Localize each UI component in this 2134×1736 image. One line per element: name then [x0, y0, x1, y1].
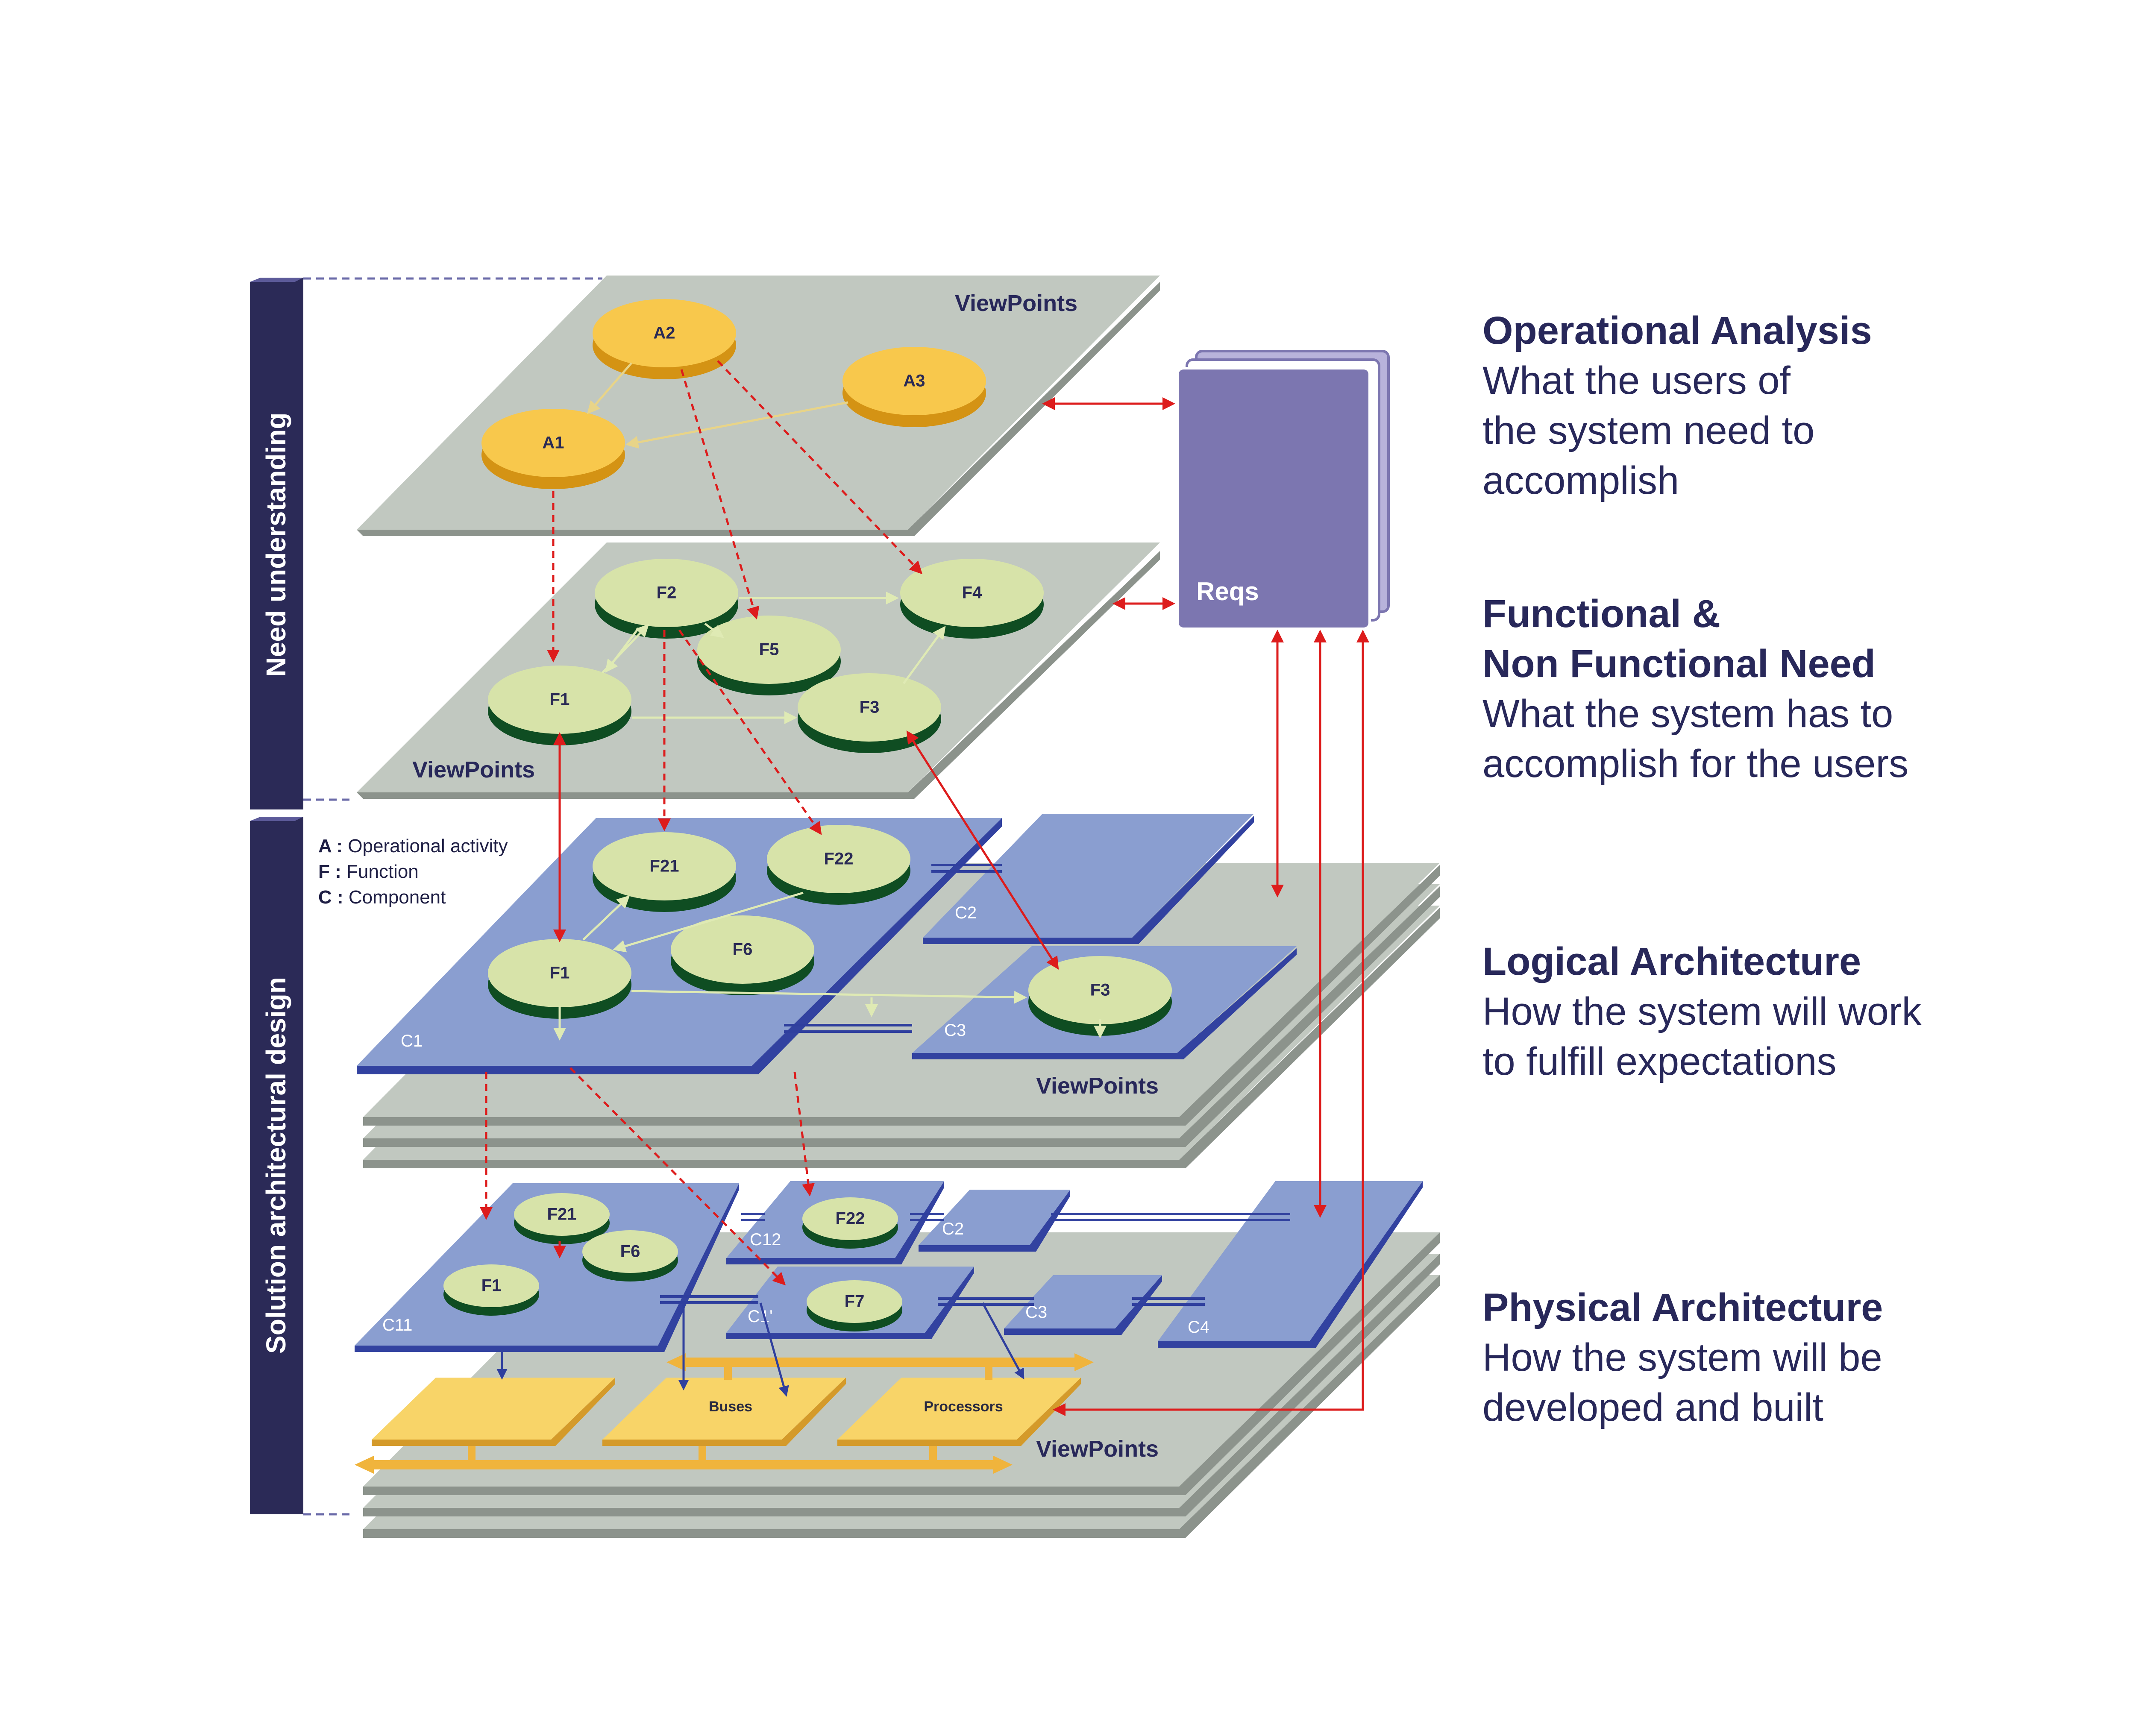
svg-text:F22: F22	[824, 850, 854, 868]
description-body-line: developed and built	[1482, 1386, 1823, 1429]
description-physical: Physical Architecture How the system wil…	[1482, 1286, 1883, 1429]
description-body-line: How the system will work	[1482, 990, 1922, 1033]
fn-node-f2: F2	[595, 559, 738, 639]
legend-row-f: F : Function	[318, 861, 419, 882]
component-label: C2	[955, 903, 977, 922]
viewpoints-label-operational: ViewPoints	[955, 290, 1077, 316]
physical-layer-stack: ViewPoints Buses Processors	[355, 1181, 1440, 1538]
svg-text:F22: F22	[836, 1209, 865, 1228]
description-title: Functional &	[1482, 592, 1720, 636]
reqs-label: Reqs	[1196, 577, 1259, 606]
hw-bus-bottom	[355, 1446, 1013, 1474]
svg-text:F21: F21	[547, 1205, 577, 1224]
fn-node-f4: F4	[900, 559, 1044, 639]
description-title: Operational Analysis	[1482, 309, 1872, 352]
description-body-line: What the users of	[1482, 359, 1791, 402]
legend: A : Operational activity F : Function C …	[318, 836, 508, 908]
svg-text:A2: A2	[653, 324, 675, 343]
operational-nodes: A2 A3 A1	[481, 299, 986, 489]
description-body-line: to fulfill expectations	[1482, 1040, 1836, 1083]
physical-component-c2: C2	[919, 1190, 1070, 1252]
description-body-line: What the system has to	[1482, 692, 1893, 736]
viewpoints-label-logical: ViewPoints	[1036, 1073, 1159, 1099]
svg-text:F1: F1	[550, 964, 570, 982]
hw-plate-processors: Processors	[837, 1378, 1081, 1446]
op-node-a3: A3	[842, 347, 986, 427]
description-title: Physical Architecture	[1482, 1286, 1883, 1329]
lg-node-f6: F6	[671, 915, 814, 995]
svg-text:F6: F6	[733, 940, 753, 959]
op-node-a1: A1	[481, 409, 625, 489]
component-label: C1	[401, 1032, 423, 1050]
svg-text:F5: F5	[759, 640, 779, 659]
component-label: C3	[944, 1021, 966, 1040]
svg-text:F21: F21	[650, 857, 679, 876]
legend-row-a: A : Operational activity	[318, 836, 508, 856]
solution-design-label: Solution architectural design	[261, 977, 291, 1354]
sidebar-connector-lines	[303, 277, 602, 1516]
component-label: C12	[750, 1230, 781, 1249]
component-label: C1'	[748, 1307, 773, 1326]
legend-row-c: C : Component	[318, 887, 446, 908]
lg-node-f22: F22	[767, 825, 910, 905]
operational-flows	[587, 362, 848, 449]
reqs-stack: Reqs	[1176, 350, 1390, 630]
buses-label: Buses	[709, 1399, 752, 1415]
ph-node-f22: F22	[802, 1197, 898, 1249]
svg-text:F1: F1	[550, 690, 570, 709]
svg-text:F7: F7	[845, 1292, 865, 1311]
ph-node-f7: F7	[807, 1280, 902, 1331]
fn-node-f1: F1	[488, 666, 631, 745]
svg-text:A3: A3	[903, 372, 925, 390]
lg-node-f21: F21	[593, 832, 736, 912]
svg-text:F3: F3	[1090, 981, 1110, 1000]
hw-plate-1	[372, 1378, 615, 1446]
component-label: C3	[1025, 1303, 1047, 1322]
svg-text:F1: F1	[481, 1276, 502, 1295]
description-operational: Operational Analysis What the users of t…	[1482, 309, 1872, 502]
fn-node-f3: F3	[798, 673, 941, 753]
functional-flows	[602, 592, 946, 724]
description-logical: Logical Architecture How the system will…	[1482, 940, 1922, 1083]
svg-text:A1: A1	[542, 434, 564, 452]
hw-allocation-arrows	[496, 1301, 1024, 1397]
lg-node-f1: F1	[488, 939, 631, 1019]
description-body-line: the system need to	[1482, 409, 1814, 452]
need-understanding-label: Need understanding	[261, 413, 291, 677]
ph-node-f21: F21	[514, 1193, 610, 1244]
trace-links	[480, 360, 1369, 1416]
fn-node-f5: F5	[697, 616, 841, 695]
processors-label: Processors	[924, 1399, 1003, 1415]
description-body-line: accomplish	[1482, 459, 1679, 502]
ph-node-f1: F1	[443, 1264, 539, 1316]
description-body-line: How the system will be	[1482, 1336, 1882, 1379]
hardware-layer: Buses Processors	[355, 1353, 1094, 1474]
sidebar-solution-design: Solution architectural design	[250, 817, 303, 1514]
svg-text:F2: F2	[657, 584, 677, 602]
op-node-a2: A2	[593, 299, 736, 379]
physical-nodes: F21 F6 F1 F22 F7	[443, 1193, 902, 1331]
component-label: C4	[1188, 1318, 1209, 1337]
description-title-2: Non Functional Need	[1482, 642, 1876, 686]
sidebar-need-understanding: Need understanding	[250, 278, 303, 809]
svg-text:F4: F4	[962, 584, 982, 602]
operational-layer: ViewPoints	[357, 276, 1160, 536]
viewpoints-label-physical: ViewPoints	[1036, 1436, 1159, 1462]
description-functional: Functional & Non Functional Need What th…	[1482, 592, 1908, 786]
svg-text:F6: F6	[620, 1242, 640, 1261]
svg-text:F3: F3	[860, 698, 880, 717]
functional-nodes: F2 F4 F5 F1 F3	[488, 559, 1044, 753]
description-body-line: accomplish for the users	[1482, 742, 1908, 786]
description-title: Logical Architecture	[1482, 940, 1861, 983]
ph-node-f6: F6	[582, 1230, 678, 1281]
component-label: C2	[942, 1220, 964, 1238]
component-label: C11	[382, 1316, 412, 1334]
logical-flows	[553, 891, 1107, 1041]
viewpoints-label-functional: ViewPoints	[412, 757, 535, 783]
